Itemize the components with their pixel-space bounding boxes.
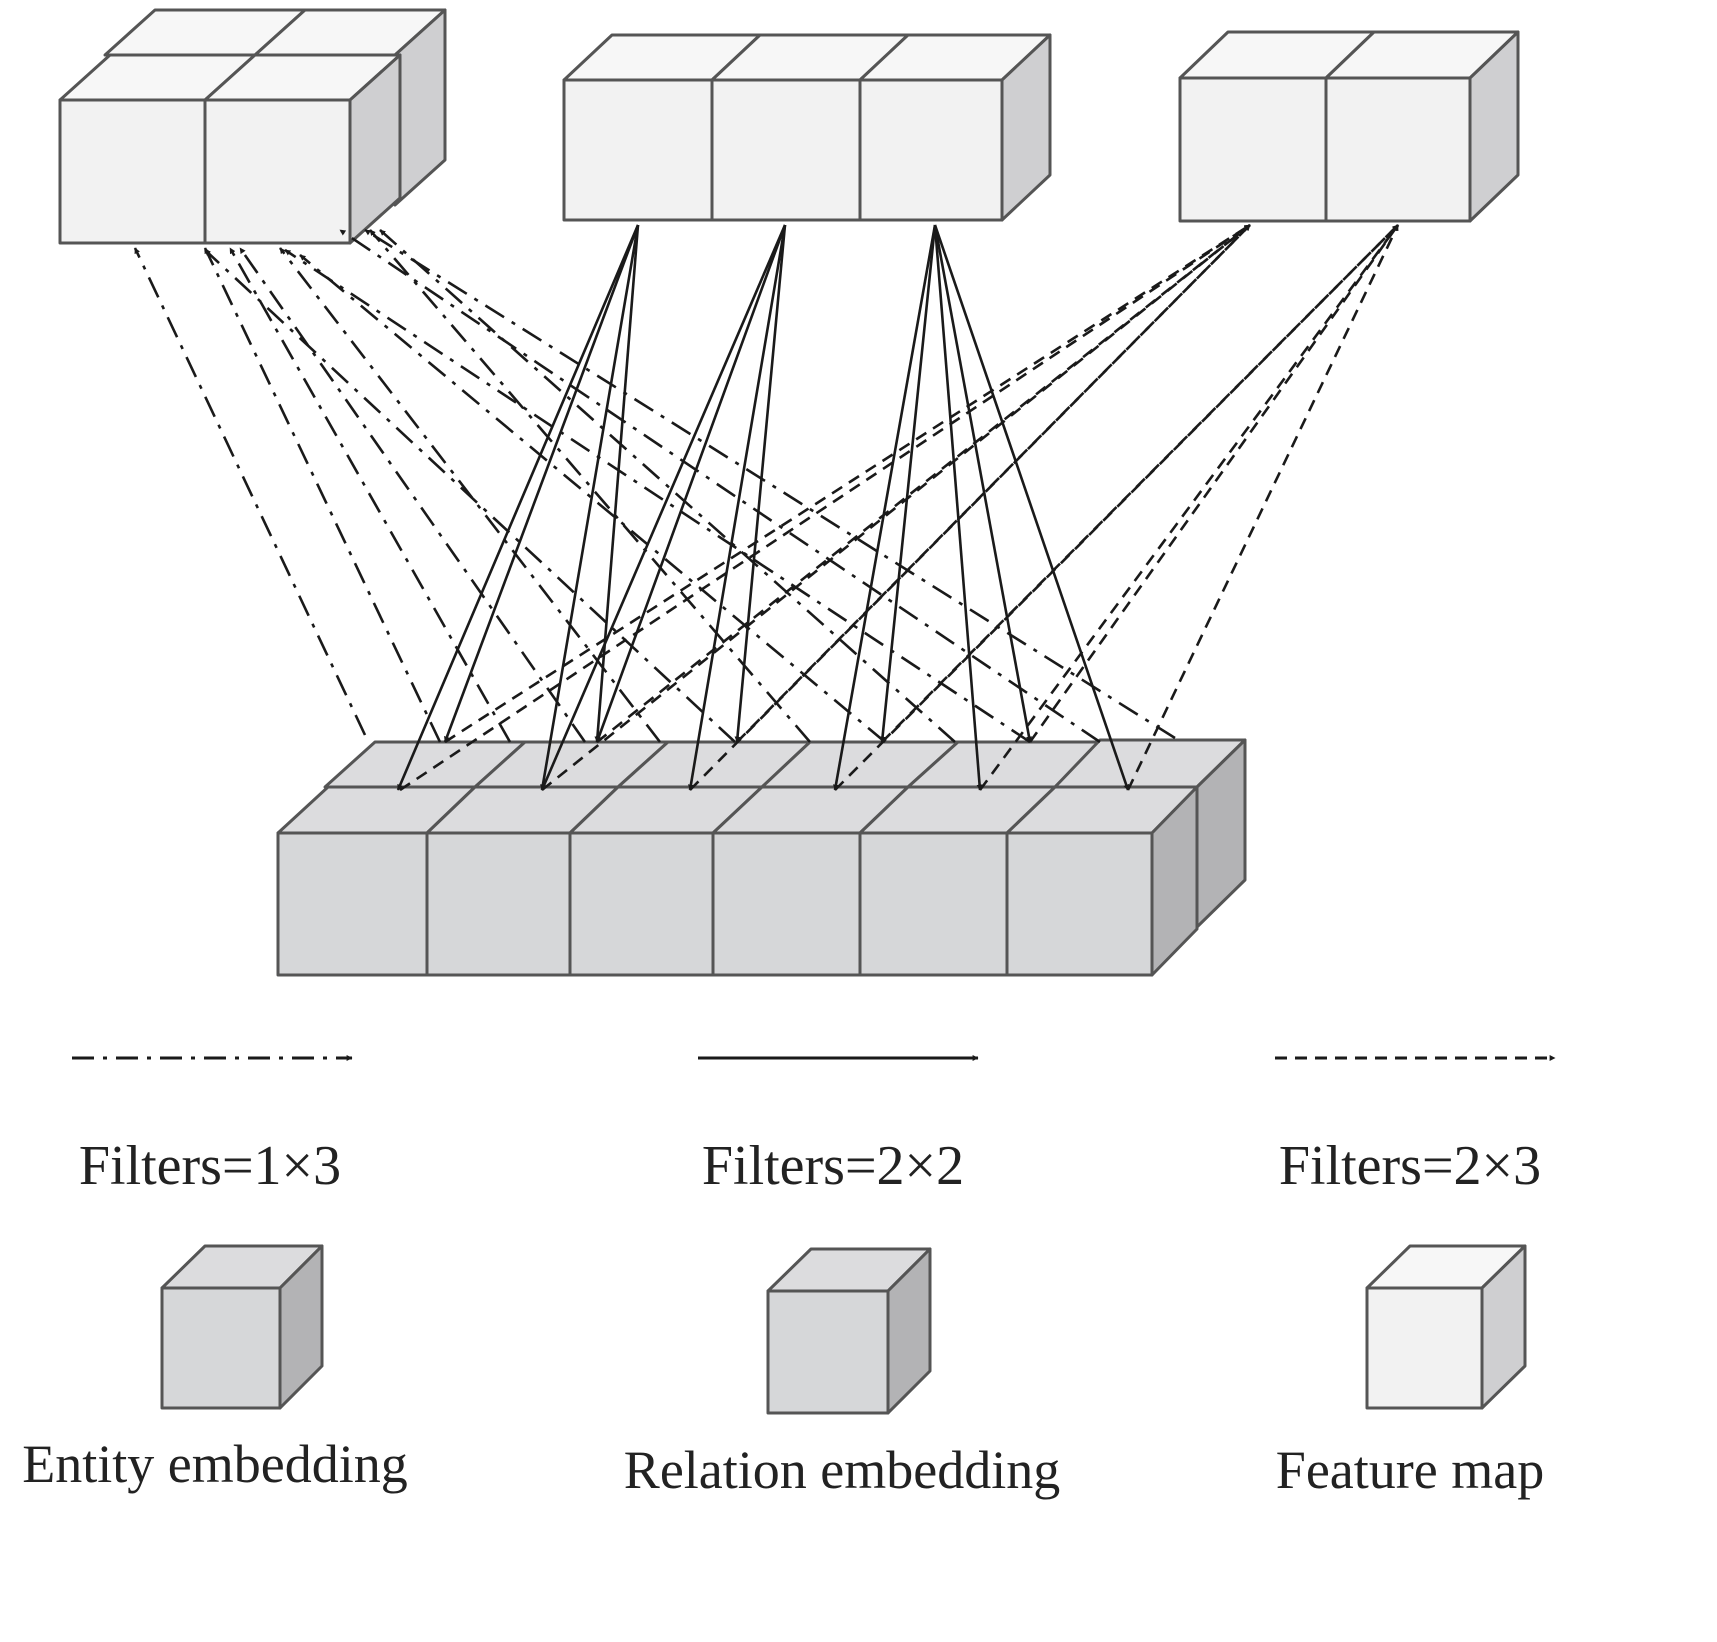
filter-arrow-dashed xyxy=(444,223,1251,744)
filter-arrow-dashed xyxy=(881,224,1399,743)
filter-arrow-dashed xyxy=(834,224,1399,791)
feature-map-2x3 xyxy=(1178,30,1520,223)
filter-arrow-solid xyxy=(540,224,787,791)
feature-cell-side xyxy=(1468,30,1520,223)
entity-embedding-label: Entity embedding xyxy=(22,1434,407,1494)
feature-cell-front xyxy=(1324,76,1472,223)
filter-arrow-solid xyxy=(879,224,937,743)
embedding-cell-front xyxy=(425,831,572,977)
filter-label-1x3: Filters=1×3 xyxy=(79,1135,341,1197)
filter-arrow-dash-dot xyxy=(379,229,956,743)
filter-arrow-dashed xyxy=(689,224,1251,791)
feature-map-label: Feature map xyxy=(1276,1440,1544,1500)
filter-arrow-dash-dot xyxy=(299,254,886,743)
filter-arrow-solid xyxy=(539,224,640,791)
filter-arrow-dashed xyxy=(596,223,1251,744)
filter-arrow-solid xyxy=(933,224,983,791)
filter-arrow-solid xyxy=(933,224,1032,743)
filter-connections xyxy=(133,223,1400,792)
filter-label-2x3: Filters=2×3 xyxy=(1279,1135,1541,1197)
feature-cell-front xyxy=(203,98,352,245)
embedding-cell-front xyxy=(858,831,1009,977)
feature-cell-front xyxy=(710,78,862,222)
filter-arrow-solid xyxy=(443,224,640,743)
embedding-cell-front xyxy=(276,831,429,977)
feature-map-2x2 xyxy=(562,33,1052,222)
filter-arrow-dashed xyxy=(1028,224,1400,743)
feature-cell-front xyxy=(858,78,1004,222)
filter-arrow-dash-dot xyxy=(204,249,736,743)
filter-arrow-dash-dot xyxy=(238,247,587,743)
embedding-cell-front xyxy=(711,831,862,977)
filter-arrow-dashed xyxy=(978,224,1400,791)
feature-cell-front xyxy=(562,78,714,222)
filter-arrow-solid xyxy=(832,224,937,791)
feature-cell-front xyxy=(1178,76,1328,223)
filter-arrow-solid xyxy=(396,224,640,791)
filter-arrow-dashed xyxy=(399,223,1251,792)
filter-arrow-solid xyxy=(594,224,640,743)
feature-cell-side xyxy=(348,53,402,245)
filter-label-2x2: Filters=2×2 xyxy=(702,1135,964,1197)
feature-cell-front xyxy=(58,98,207,245)
entity-embedding-cube xyxy=(160,1244,324,1410)
relation-embedding-label: Relation embedding xyxy=(624,1440,1060,1500)
filter-arrow-dash-dot xyxy=(133,247,367,736)
filter-arrow-solid xyxy=(687,224,787,791)
filter-arrow-solid xyxy=(595,224,787,743)
filter-arrow-solid xyxy=(933,224,1130,791)
filter-arrow-dash-dot xyxy=(284,248,1031,744)
embedding-cell-side xyxy=(1150,785,1199,977)
filter-arrow-solid xyxy=(734,224,787,743)
embedding-cell-front xyxy=(568,831,715,977)
filter-arrow-dash-dot xyxy=(364,228,1176,740)
feature-cell-side xyxy=(1000,33,1052,222)
filter-arrow-dash-dot xyxy=(203,247,442,743)
embedding-cell-front xyxy=(1005,831,1154,977)
filter-arrow-dashed xyxy=(736,224,1251,743)
input-embedding-block xyxy=(276,738,1247,977)
filter-arrow-dashed xyxy=(1126,224,1400,791)
filter-arrow-dash-dot xyxy=(369,229,811,743)
filter-arrow-dash-dot xyxy=(228,247,512,743)
feature-map-1x3 xyxy=(58,8,447,245)
relation-embedding-cube xyxy=(766,1247,932,1415)
filter-arrow-dash-dot xyxy=(339,228,1101,744)
filter-arrow-dashed xyxy=(541,223,1251,792)
feature-map-cube xyxy=(1365,1244,1527,1410)
